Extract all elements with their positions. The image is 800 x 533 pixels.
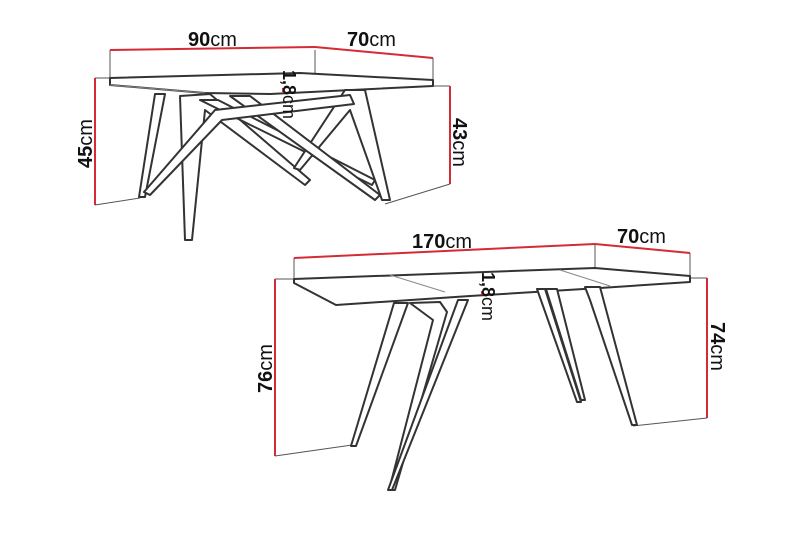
width-dimension-line bbox=[109, 46, 316, 51]
depth-dimension-line bbox=[594, 243, 691, 254]
depth-dimension-line bbox=[314, 46, 434, 59]
coffee-thickness-label: 1,8cm bbox=[279, 70, 299, 119]
coffee-table-drawing bbox=[94, 46, 451, 241]
dining-table-legs bbox=[350, 286, 638, 491]
dining-depth-label: 70cm bbox=[617, 226, 666, 248]
coffee-width-label: 90cm bbox=[188, 29, 237, 51]
dining-width-label: 170cm bbox=[412, 231, 472, 253]
coffee-table-top bbox=[109, 72, 434, 95]
dining-height-label: 76cm bbox=[255, 344, 277, 393]
dining-leg-height-label: 74cm bbox=[706, 322, 728, 371]
coffee-table-legs bbox=[138, 89, 391, 241]
coffee-leg-height-label: 43cm bbox=[448, 118, 470, 167]
coffee-depth-label: 70cm bbox=[347, 29, 396, 51]
width-dimension-line bbox=[293, 243, 596, 259]
dining-thickness-label: 1,8cm bbox=[478, 272, 498, 321]
coffee-height-label: 45cm bbox=[75, 119, 97, 168]
dining-table-drawing bbox=[274, 243, 708, 491]
